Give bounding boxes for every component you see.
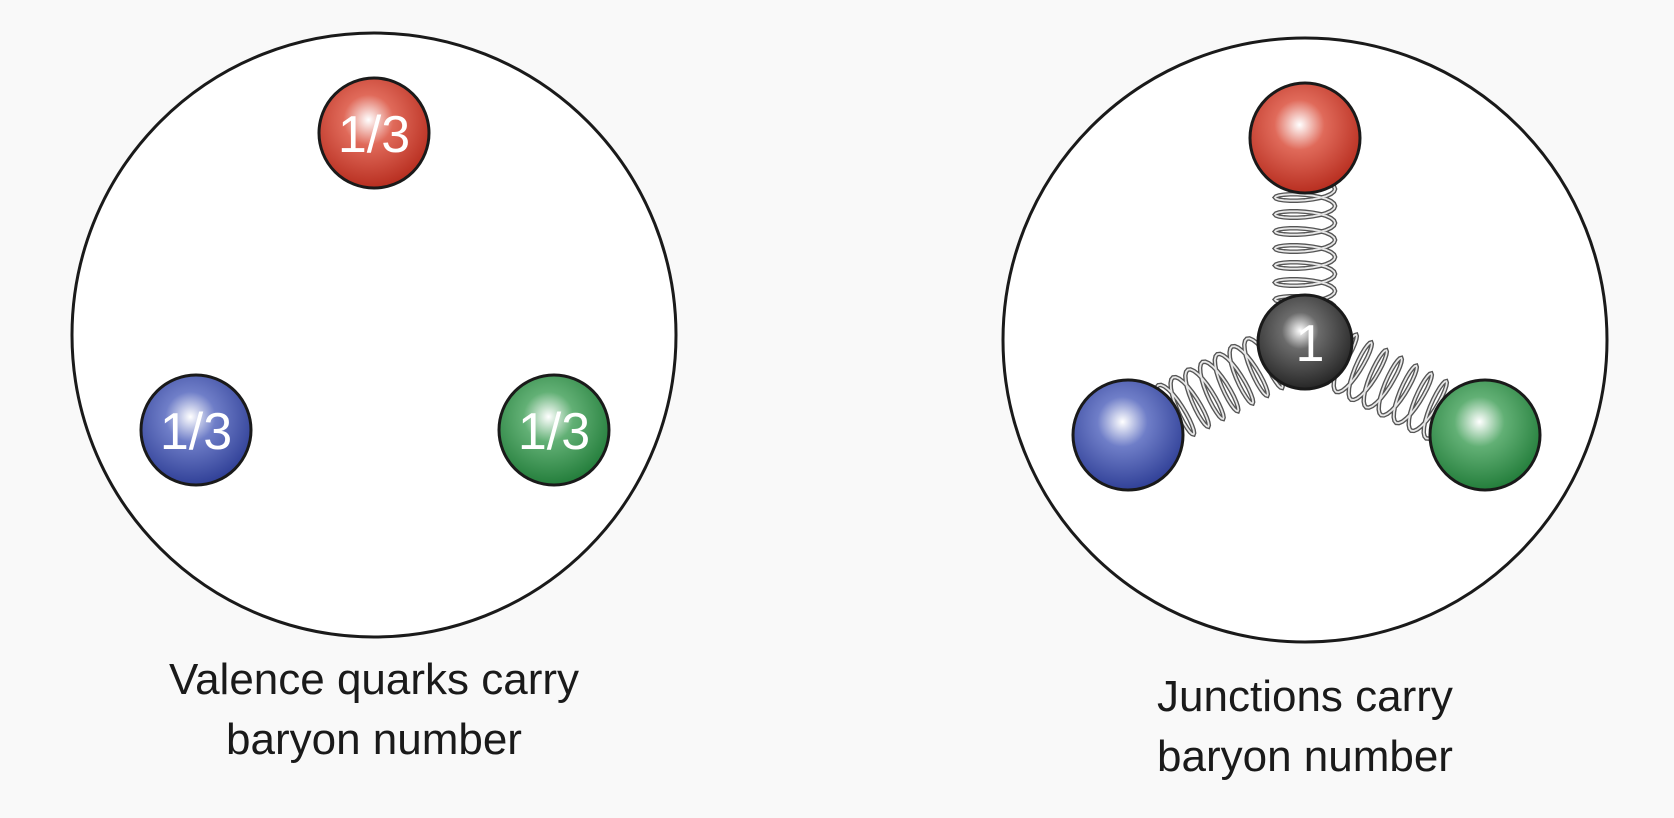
red-quark-left: 1/3 — [317, 76, 431, 190]
left-panel: 1/3 1/3 1/3 — [70, 31, 678, 639]
red-quark-right — [1248, 81, 1362, 195]
right-caption: Junctions carry baryon number — [955, 667, 1655, 787]
blue-quark-left: 1/3 — [139, 373, 253, 487]
red-quark-label: 1/3 — [338, 106, 410, 164]
green-quark-left: 1/3 — [497, 373, 611, 487]
left-caption: Valence quarks carry baryon number — [24, 650, 724, 770]
baryon-boundary-left — [70, 31, 678, 639]
junction: 1 — [1256, 293, 1354, 391]
left-caption-line2: baryon number — [226, 715, 522, 764]
blue-quark-label: 1/3 — [160, 403, 232, 461]
blue-quark-right — [1071, 378, 1185, 492]
right-panel: 1 — [1001, 36, 1609, 644]
left-caption-line1: Valence quarks carry — [168, 655, 580, 704]
right-caption-line2: baryon number — [1157, 732, 1453, 781]
green-quark-right — [1428, 378, 1542, 492]
junction-label: 1 — [1296, 315, 1325, 373]
right-caption-line1: Junctions carry — [1157, 672, 1453, 721]
green-quark-label: 1/3 — [518, 403, 590, 461]
